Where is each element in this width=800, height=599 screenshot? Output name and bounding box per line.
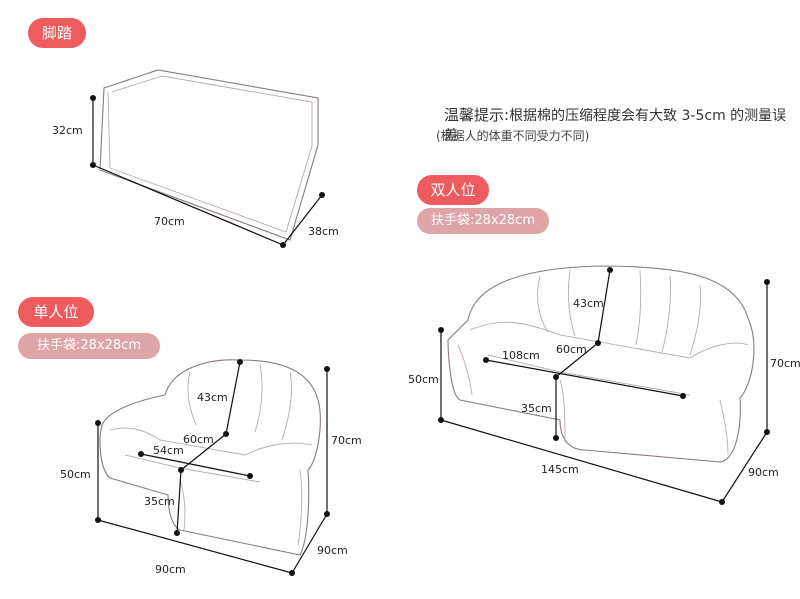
- single-seat-tag: 单人位: [18, 297, 94, 327]
- double-seat-tag: 双人位: [417, 175, 489, 205]
- single-seat-depth-label: 60cm: [183, 433, 214, 446]
- footstool-depth-label: 38cm: [308, 225, 339, 238]
- note-text: 根据棉的压缩程度会有大致 3-5cm 的测量误差: [444, 108, 787, 144]
- single-arm-height-label: 50cm: [60, 468, 91, 481]
- note-subtitle: (根据人的体重不同受力不同): [436, 129, 590, 143]
- single-armrest-tag: 扶手袋:28x28cm: [18, 333, 160, 359]
- double-total-depth-label: 90cm: [748, 466, 779, 479]
- double-total-width-label: 145cm: [541, 463, 579, 476]
- single-back-height-label: 43cm: [197, 391, 228, 404]
- footstool-width-label: 70cm: [154, 215, 185, 228]
- double-sofa-drawing: [438, 265, 770, 505]
- single-total-depth-label: 90cm: [317, 544, 348, 557]
- double-arm-height-label: 50cm: [408, 373, 439, 386]
- double-seat-depth-label: 60cm: [556, 343, 587, 356]
- single-seat-height-label: 35cm: [144, 495, 175, 508]
- double-seat-height-label: 35cm: [521, 402, 552, 415]
- footstool-drawing: [90, 69, 325, 248]
- single-seat-width-label: 54cm: [153, 444, 184, 457]
- double-armrest-tag: 扶手袋:28x28cm: [417, 208, 549, 234]
- measurement-note: 温馨提示:根据棉的压缩程度会有大致 3-5cm 的测量误差: [444, 104, 800, 145]
- double-total-height-label: 70cm: [770, 357, 800, 370]
- footstool-tag: 脚踏: [28, 18, 86, 48]
- note-prefix: 温馨提示:: [444, 106, 510, 124]
- single-total-height-label: 70cm: [331, 434, 362, 447]
- footstool-height-label: 32cm: [52, 124, 83, 137]
- single-total-width-label: 90cm: [155, 563, 186, 576]
- double-back-height-label: 43cm: [573, 297, 604, 310]
- double-seat-width-label: 108cm: [502, 349, 540, 362]
- single-sofa-drawing: [95, 359, 330, 576]
